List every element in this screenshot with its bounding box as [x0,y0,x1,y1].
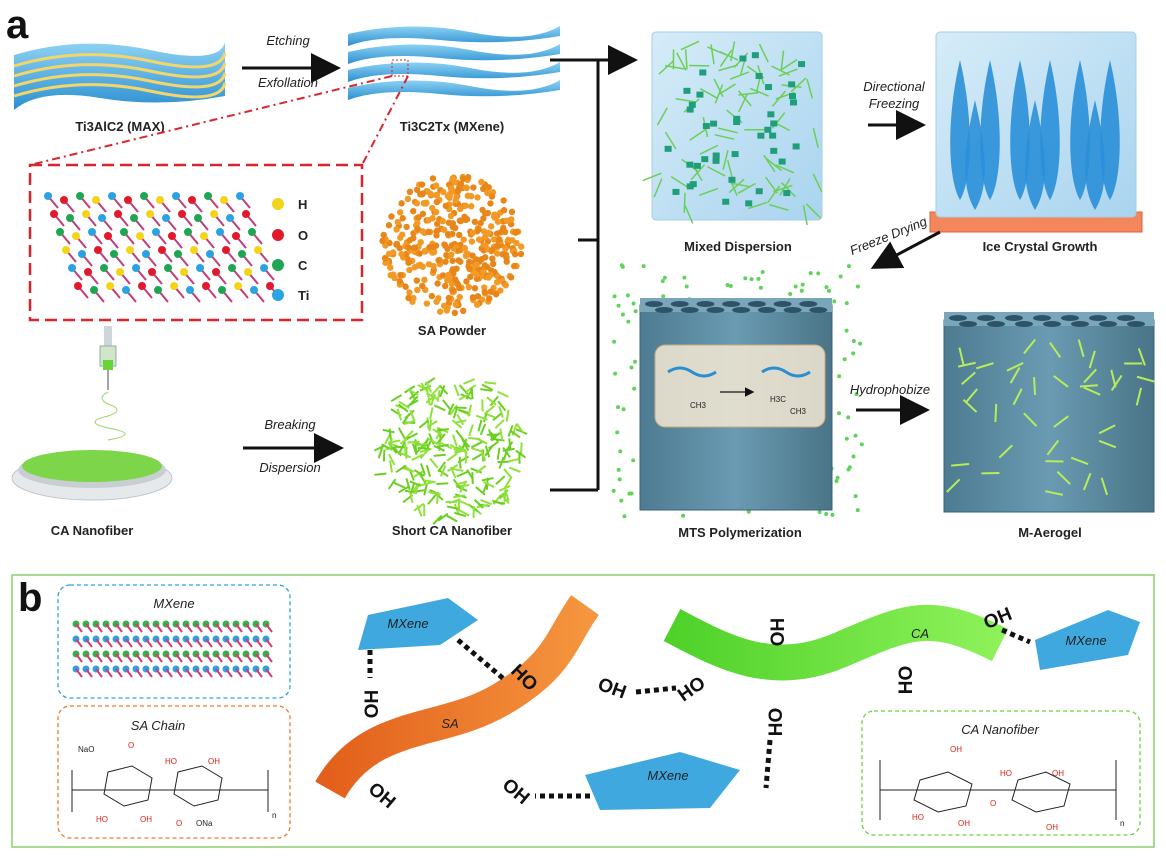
svg-text:H3C: H3C [770,395,786,404]
mts-label: MTS Polymerization [678,525,802,540]
legend-ti: Ti [298,288,309,303]
element-legend: H O C Ti [272,197,309,303]
panel-b-letter: b [18,576,42,620]
ca-chem-o: O [990,799,996,808]
ice-crystal-cube [929,31,1143,233]
dispersion-label: Dispersion [259,460,320,475]
mxene-layer-illustration [72,620,273,678]
chem-nao: NaO [78,745,94,754]
sa-chain-tube [315,595,600,800]
sa-tube-label: SA [441,716,458,731]
mts-aerogel-block: CH3 H3C CH3 [611,263,864,519]
breaking-label: Breaking [264,417,316,432]
mxene-sheet-right [1035,610,1140,670]
sa-chain-structure: NaO O HO OH HO OH O ONa n [71,741,276,828]
mxene-sheet-bottom [585,752,740,810]
ca-chem-oh-2: OH [1052,769,1064,778]
crystal-structure-illustration [44,192,281,303]
panel-a-letter: a [6,3,29,47]
mxene-sheet-2-label: MXene [647,768,688,783]
mts-reaction-inset [654,344,826,428]
ice-crystal-label: Ice Crystal Growth [983,239,1098,254]
legend-o-dot [272,229,284,241]
ca-nanofiber-tube [663,604,1009,681]
mxene-sheet-3-label: MXene [1065,633,1106,648]
max-stack-illustration [13,42,227,110]
electrospinning-illustration [11,326,173,501]
legend-o: O [298,228,308,243]
sa-powder-illustration [379,173,525,317]
sa-chain-title: SA Chain [131,718,185,733]
m-aerogel-block [943,312,1155,513]
mxene-sheet-top-left [358,598,478,650]
mxene-label: Ti3C2Tx (MXene) [400,119,505,134]
sa-powder-label: SA Powder [418,323,486,338]
chem-o-bottom: O [176,819,182,828]
chem-ho-1: HO [165,757,177,766]
chem-n-ca: n [1120,819,1124,828]
hydrogen-bonds [367,627,1031,799]
short-ca-label: Short CA Nanofiber [392,523,512,538]
zoom-line-left [29,75,393,166]
ca-chem-ho-1: HO [1000,769,1012,778]
ca-nanofiber-box [861,710,1141,836]
mixed-dispersion-cube [642,31,823,226]
oh-bond-5: OH [768,618,789,647]
svg-text:CH3: CH3 [790,407,807,416]
ca-structure: OH HO OH HO OH O OH n [879,745,1124,832]
max-label: Ti3AlC2 (MAX) [75,119,164,134]
etching-label: Etching [266,33,310,48]
ho-bond-7: HO [896,666,917,695]
mxene-box-title: MXene [153,596,194,611]
freezing-label: Freezing [869,96,920,111]
sa-chain-box [57,705,291,839]
ca-nanofiber-label: CA Nanofiber [51,523,134,538]
ca-tube-label: CA [911,626,929,641]
legend-c: C [298,258,308,273]
chem-o-top: O [128,741,134,750]
chem-oh-2: OH [140,815,152,824]
mxene-sheet-1-label: MXene [387,616,428,631]
directional-label: Directional [863,79,926,94]
ca-chem-oh-1: OH [950,745,962,754]
legend-c-dot [272,259,284,271]
freeze-drying-label: Freeze Drying [848,213,930,258]
short-ca-illustration [373,377,528,525]
ca-chem-oh-3: OH [958,819,970,828]
m-aerogel-label: M-Aerogel [1018,525,1082,540]
ca-chem-ho-2: HO [912,813,924,822]
ca-chem-oh-4: OH [1046,823,1058,832]
chem-n-sa: n [272,811,276,820]
chem-oh-1: OH [208,757,220,766]
ho-bond-6: HO [766,708,787,737]
oh-bond-1: OH [362,690,383,719]
svg-text:CH3: CH3 [690,401,707,410]
ca-box-title: CA Nanofiber [961,722,1039,737]
mixed-dispersion-label: Mixed Dispersion [684,239,792,254]
exfoliation-label: Exfollation [258,75,318,90]
chem-ho-2: HO [96,815,108,824]
chem-ona: ONa [196,819,213,828]
legend-ti-dot [272,289,284,301]
combine-bracket [550,45,638,492]
hydrophobize-label: Hydrophobize [850,382,930,397]
freeze-drying-arrow [870,230,941,269]
legend-h-dot [272,198,284,210]
legend-h: H [298,197,307,212]
mxene-stack-illustration [348,26,560,100]
